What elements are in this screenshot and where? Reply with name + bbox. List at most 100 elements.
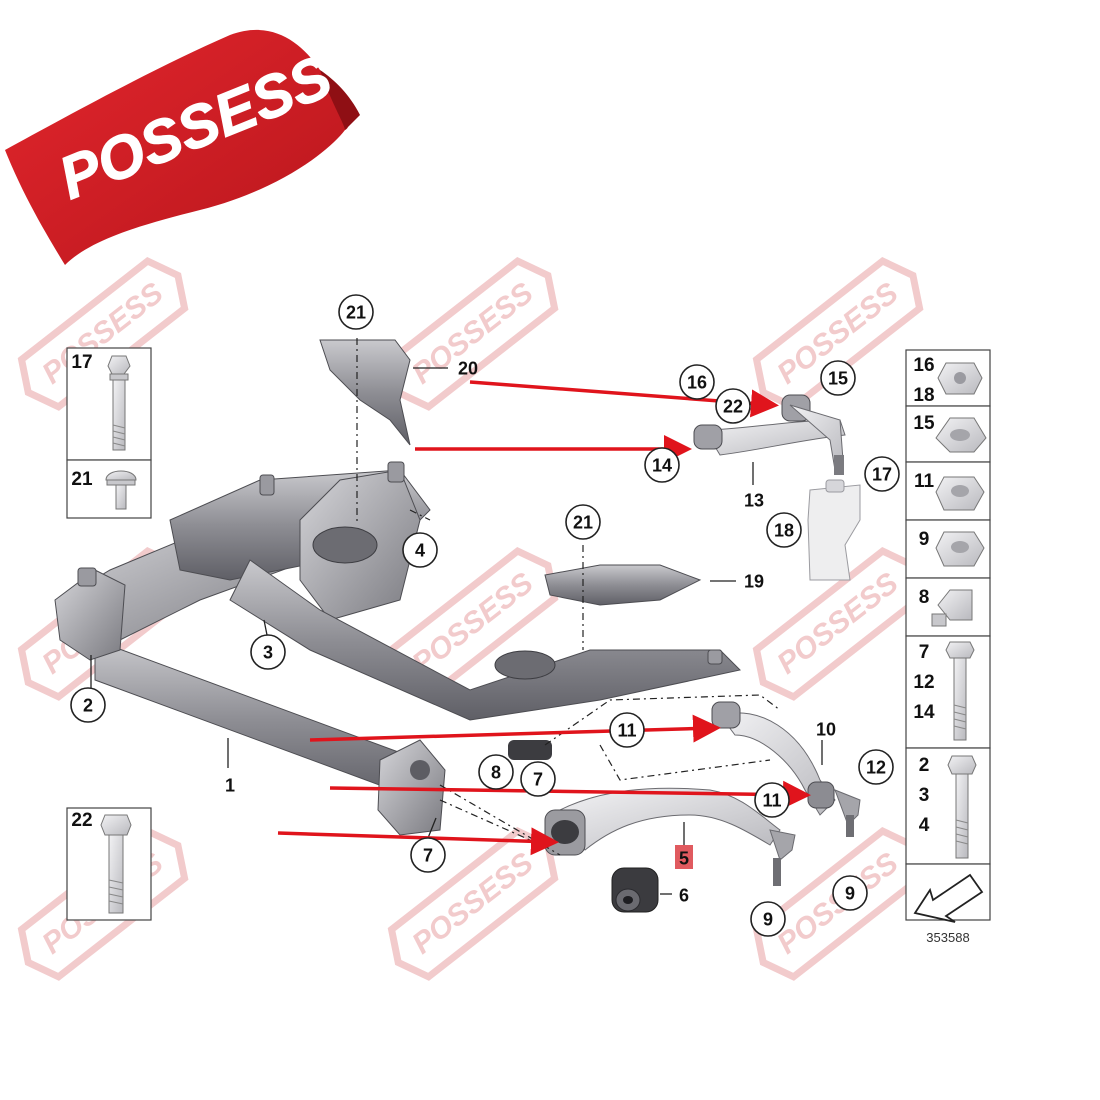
right-box-label: 16: [913, 355, 934, 376]
callout-20: 20: [458, 359, 478, 379]
callout-circle: [864, 456, 900, 492]
control-arm-5: [544, 787, 796, 886]
right-box-label: 2: [919, 755, 930, 776]
brand-logo: POSSESS: [5, 29, 360, 266]
callout-layer: 1234567789910111112131415161718192021212…: [70, 294, 900, 937]
callout-number: 13: [744, 491, 764, 511]
callout-number: 9: [763, 910, 773, 930]
callout-number: 7: [423, 846, 433, 866]
callout-circle: [70, 687, 106, 723]
callout-number: 21: [573, 513, 593, 533]
callout-circle: [820, 360, 856, 396]
callout-5: 5: [675, 845, 693, 869]
callout-6: 6: [679, 886, 689, 906]
right-box-label: 8: [919, 587, 930, 608]
right-box-label: 4: [919, 815, 930, 836]
shield-plate-20: [319, 339, 411, 446]
callout-circle: [832, 875, 868, 911]
rubber-mount-6: [611, 867, 659, 913]
screw-21-drawing: [105, 470, 137, 510]
callout-11: 11: [754, 782, 790, 818]
callout-circle: [679, 364, 715, 400]
callout-12: 12: [858, 749, 894, 785]
callout-10: 10: [816, 720, 836, 740]
callout-number: 2: [83, 696, 93, 716]
callout-number: 14: [652, 456, 672, 476]
callout-number: 15: [828, 369, 848, 389]
nut-15-drawing: [935, 417, 987, 453]
callout-number: 6: [679, 886, 689, 906]
left-box-label: 22: [71, 810, 92, 831]
left-box-label: 17: [71, 352, 92, 373]
right-box-label: 15: [913, 413, 935, 434]
callout-9: 9: [750, 901, 786, 937]
diagram-number: 353588: [926, 930, 969, 945]
callout-number: 19: [744, 572, 764, 592]
callout-circle: [644, 447, 680, 483]
bolt-2-3-4-drawing: [947, 755, 977, 859]
callout-number: 11: [617, 721, 636, 741]
right-box-label: 9: [919, 529, 930, 550]
callout-number: 4: [415, 541, 425, 561]
callout-circle: [565, 504, 601, 540]
dash-leaders: [356, 338, 781, 856]
right-box-label: 18: [913, 385, 934, 406]
callout-circle: [478, 754, 514, 790]
callout-15: 15: [820, 360, 856, 396]
callout-7: 7: [410, 837, 446, 873]
callout-number: 10: [816, 720, 836, 740]
callout-number: 9: [845, 884, 855, 904]
callout-11: 11: [609, 712, 645, 748]
nut-9-drawing: [935, 531, 985, 567]
clip-8-drawing: [931, 589, 973, 627]
callout-circle: [338, 294, 374, 330]
bolt-17-drawing: [107, 355, 131, 451]
right-fastener-table: [905, 349, 991, 923]
callout-circle: [754, 782, 790, 818]
callout-circle: [750, 901, 786, 937]
right-box-label: 12: [913, 672, 934, 693]
nut-11-drawing: [935, 476, 985, 511]
callout-number: 1: [225, 776, 235, 796]
watermark-2: POSSESS: [387, 256, 559, 411]
bolt-7-12-14-drawing: [945, 641, 975, 741]
callout-21: 21: [565, 504, 601, 540]
callout-number: 20: [458, 359, 478, 379]
callout-number: 16: [687, 373, 707, 393]
callout-7: 7: [520, 761, 556, 797]
callout-circle: [520, 761, 556, 797]
callout-18: 18: [766, 512, 802, 548]
shield-plate-19: [544, 564, 702, 606]
callout-circle: [609, 712, 645, 748]
callout-number: 11: [762, 791, 781, 811]
callout-number: 22: [723, 397, 743, 417]
callout-1: 1: [225, 776, 235, 796]
callout-circle: [410, 837, 446, 873]
callout-circle: [715, 388, 751, 424]
callout-14: 14: [644, 447, 680, 483]
callout-16: 16: [679, 364, 715, 400]
callout-21: 21: [338, 294, 374, 330]
right-box-label: 14: [913, 702, 935, 723]
callout-number: 21: [346, 303, 366, 323]
left-box-label: 21: [71, 469, 93, 490]
right-box-label: 7: [919, 642, 930, 663]
callout-circle: [402, 532, 438, 568]
callout-number: 17: [872, 465, 892, 485]
callout-8: 8: [478, 754, 514, 790]
callout-number: 18: [774, 521, 794, 541]
callout-circle: [766, 512, 802, 548]
direction-arrow-icon: [913, 873, 984, 923]
solid-leaders: [90, 367, 823, 895]
bolt-22-drawing: [100, 814, 132, 914]
callout-2: 2: [70, 687, 106, 723]
callout-22: 22: [715, 388, 751, 424]
left-fastener-table: [66, 347, 152, 921]
callout-9: 9: [832, 875, 868, 911]
upper-control-arm-13: [693, 394, 846, 475]
callout-number: 3: [263, 643, 273, 663]
nut-16-18-drawing: [937, 362, 983, 395]
callout-4: 4: [402, 532, 438, 568]
